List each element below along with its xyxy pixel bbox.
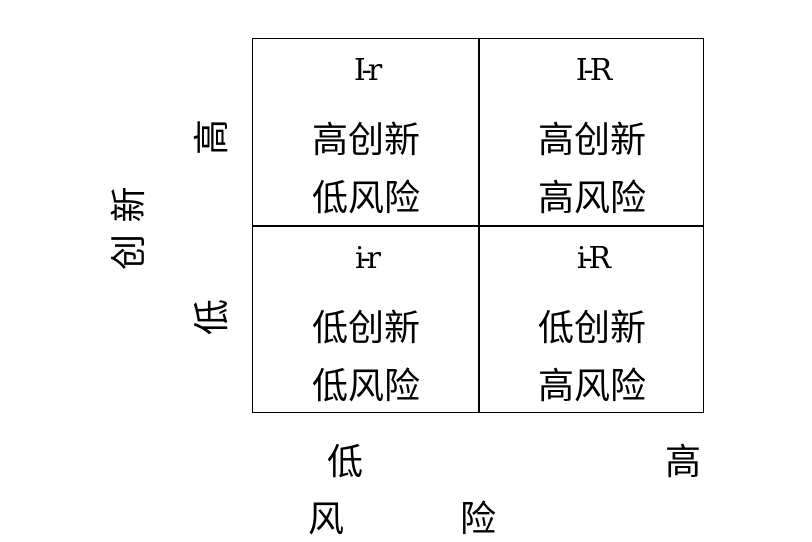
- quadrant-low-innovation-low-risk: i-r 低创新 低风险: [253, 227, 479, 415]
- y-axis-low-label: 低: [192, 298, 233, 335]
- x-axis-title-part-2: 险: [460, 499, 497, 540]
- quadrant-risk-label: 低风险: [311, 178, 420, 219]
- quadrant-innovation-label: 低创新: [311, 308, 420, 349]
- y-axis-title: 创 新: [109, 186, 150, 270]
- x-axis-low-label: 低: [327, 442, 364, 483]
- quadrant-innovation-label: 高创新: [537, 120, 646, 161]
- quadrant-high-innovation-low-risk: I-r 高创新 低风险: [253, 39, 479, 227]
- x-axis-title-part-1: 风: [308, 499, 345, 540]
- quadrant-code: i-r: [354, 241, 381, 276]
- quadrant-code: I-R: [575, 53, 613, 88]
- quadrant-code: i-R: [576, 241, 611, 276]
- y-axis-high-label: 高: [192, 118, 233, 155]
- quadrant-code: I-r: [353, 53, 382, 88]
- matrix-grid: I-r 高创新 低风险 I-R 高创新 高风险 i-r 低创新 低风险 i-R …: [252, 38, 704, 413]
- quadrant-high-innovation-high-risk: I-R 高创新 高风险: [479, 39, 705, 227]
- x-axis-high-label: 高: [665, 442, 702, 483]
- quadrant-risk-label: 高风险: [537, 178, 646, 219]
- quadrant-risk-label: 低风险: [311, 366, 420, 407]
- quadrant-low-innovation-high-risk: i-R 低创新 高风险: [479, 227, 705, 415]
- horizontal-divider: [253, 225, 703, 227]
- quadrant-risk-label: 高风险: [537, 366, 646, 407]
- quadrant-innovation-label: 高创新: [311, 120, 420, 161]
- quadrant-innovation-label: 低创新: [537, 308, 646, 349]
